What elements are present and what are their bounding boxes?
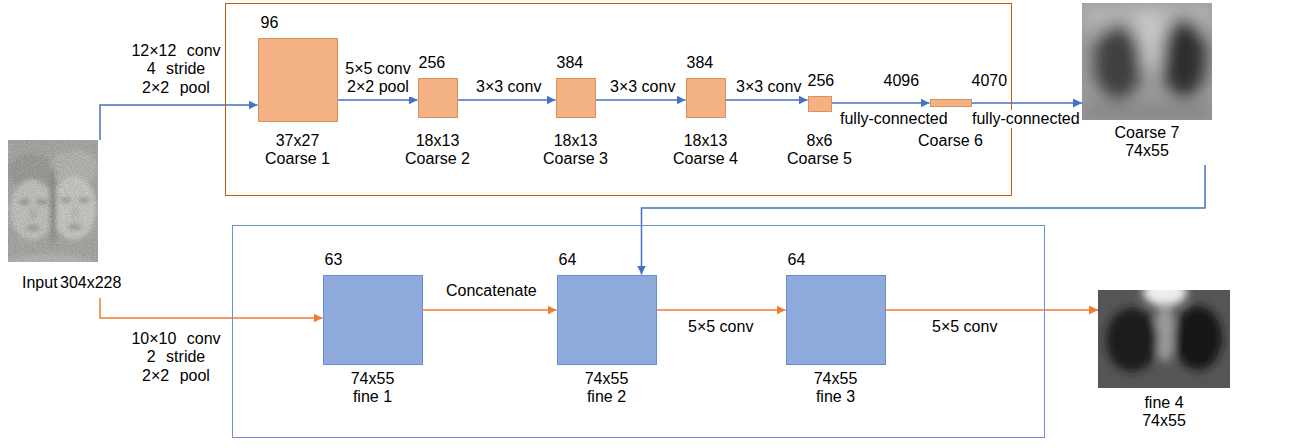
data-flow-arrow — [657, 309, 786, 311]
layer-caption: 74x55 fine 1 — [338, 370, 408, 407]
data-flow-arrow — [423, 309, 557, 311]
depth-band — [1082, 102, 1212, 120]
depth-map: Coarse 7 74x55 — [1082, 3, 1212, 165]
fc-bar: 40964070Coarse 6 — [930, 99, 972, 107]
depth-blob — [1106, 308, 1158, 372]
edge-label: fully-connected — [838, 110, 950, 128]
depth-blob — [1174, 306, 1222, 370]
feature-map: 6474x55 fine 3 — [786, 275, 886, 365]
image-label: Input — [22, 274, 58, 292]
channel-count: 64 — [788, 251, 806, 269]
depth-blob — [1094, 24, 1142, 100]
feature-map: 6474x55 fine 2 — [557, 275, 657, 365]
channel-count: 96 — [261, 14, 279, 32]
depth-blob — [1155, 302, 1175, 362]
data-flow-arrow — [886, 309, 1099, 311]
depth-blob — [1162, 18, 1206, 98]
image-size: 304x228 — [60, 274, 121, 292]
data-flow-arrow — [458, 99, 556, 101]
photo-ground — [8, 140, 98, 262]
feature-map: 6374x55 fine 1 — [323, 275, 423, 365]
feature-map: 38418x13 Coarse 4 — [686, 78, 726, 118]
coarse-depth-map — [1082, 3, 1212, 120]
feature-map: 2568x6 Coarse 5 — [808, 96, 832, 112]
data-flow-arrow — [726, 99, 808, 101]
channel-count: 64 — [559, 251, 577, 269]
edge-label: 5×5 conv — [686, 318, 755, 336]
channel-count: 384 — [557, 54, 584, 72]
unit-count: 4096 — [884, 72, 920, 90]
feature-map: 25618x13 Coarse 2 — [418, 78, 458, 118]
edge-label: fully-connected — [970, 110, 1082, 128]
layer-caption: 18x13 Coarse 4 — [671, 132, 741, 169]
layer-caption: 8x6 Coarse 5 — [785, 132, 855, 169]
layer-caption: Coarse 7 74x55 — [1112, 124, 1182, 161]
data-flow-arrow — [100, 298, 323, 318]
data-flow-arrow — [832, 102, 930, 104]
edge-label: 10×10 conv 2 stride 2×2 pool — [128, 330, 224, 385]
feature-map: 38418x13 Coarse 3 — [556, 78, 596, 118]
depth-ground — [1098, 290, 1230, 388]
feature-map: 9637x27 Coarse 1 — [258, 38, 338, 122]
layer-caption: 18x13 Coarse 3 — [541, 132, 611, 169]
layer-caption: Coarse 6 — [916, 132, 986, 150]
unit-count: 4070 — [972, 72, 1008, 90]
data-flow-arrow — [972, 102, 1083, 104]
depth-map: fine 4 74x55 — [1098, 290, 1230, 434]
edge-label: 5×5 conv 2×2 pool — [340, 60, 416, 97]
channel-count: 384 — [687, 54, 714, 72]
data-flow-arrow — [100, 105, 258, 140]
edge-label: 5×5 conv — [930, 318, 999, 336]
input-photo — [8, 140, 98, 262]
layer-caption: 74x55 fine 3 — [801, 370, 871, 407]
layer-caption: fine 4 74x55 — [1129, 394, 1199, 431]
depth-blobs — [1082, 3, 1212, 120]
fine-network-frame: 6374x55 fine 16474x55 fine 26474x55 fine… — [232, 225, 1045, 438]
channel-count: 256 — [419, 54, 446, 72]
stone-grain — [8, 140, 98, 262]
input-image: Input304x228 — [6, 140, 124, 298]
edge-label: 3×3 conv — [608, 78, 677, 96]
channel-count: 256 — [808, 72, 835, 90]
data-flow-arrow — [338, 99, 418, 101]
edge-label: Concatenate — [444, 282, 539, 300]
layer-caption: 74x55 fine 2 — [572, 370, 642, 407]
layer-caption: 37x27 Coarse 1 — [263, 132, 333, 169]
channel-count: 63 — [325, 251, 343, 269]
layer-caption: 18x13 Coarse 2 — [403, 132, 473, 169]
depth-blobs — [1106, 290, 1222, 372]
edge-label: 3×3 conv — [734, 78, 803, 96]
data-flow-arrow — [596, 99, 686, 101]
data-flow-arrow — [642, 165, 1206, 275]
fine-depth-map — [1098, 290, 1230, 388]
coarse-network-frame: 9637x27 Coarse 125618x13 Coarse 238418x1… — [225, 3, 1012, 196]
edge-label: 3×3 conv — [474, 78, 543, 96]
edge-label: 12×12 conv 4 stride 2×2 pool — [128, 42, 224, 97]
